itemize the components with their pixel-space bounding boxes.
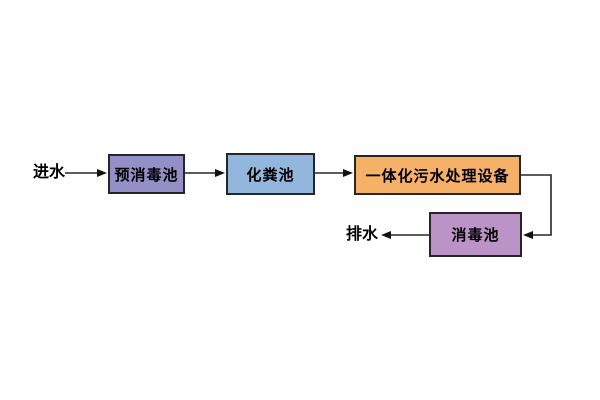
node-pre-disinfection-tank: 预消毒池 — [108, 154, 185, 194]
arrow-head-pre-to-septic — [215, 169, 225, 177]
arrow-head-inlet — [97, 169, 107, 177]
node-pre-disinfection-label: 预消毒池 — [114, 166, 179, 184]
node-septic-label: 化粪池 — [246, 166, 295, 184]
node-disinfection-tank: 消毒池 — [429, 212, 522, 257]
inlet-label: 进水 — [32, 164, 65, 181]
node-integrated-equipment: 一体化污水处理设备 — [354, 155, 521, 195]
connector-integrated-to-disinfection — [521, 174, 552, 236]
arrow-head-into-disinfection — [523, 231, 533, 239]
arrow-head-outlet — [381, 231, 391, 239]
node-septic-tank: 化粪池 — [226, 153, 315, 195]
node-disinfection-label: 消毒池 — [451, 227, 500, 244]
outlet-label: 排水 — [345, 226, 378, 243]
arrow-head-septic-to-integrated — [343, 169, 353, 177]
node-integrated-label: 一体化污水处理设备 — [365, 167, 510, 185]
